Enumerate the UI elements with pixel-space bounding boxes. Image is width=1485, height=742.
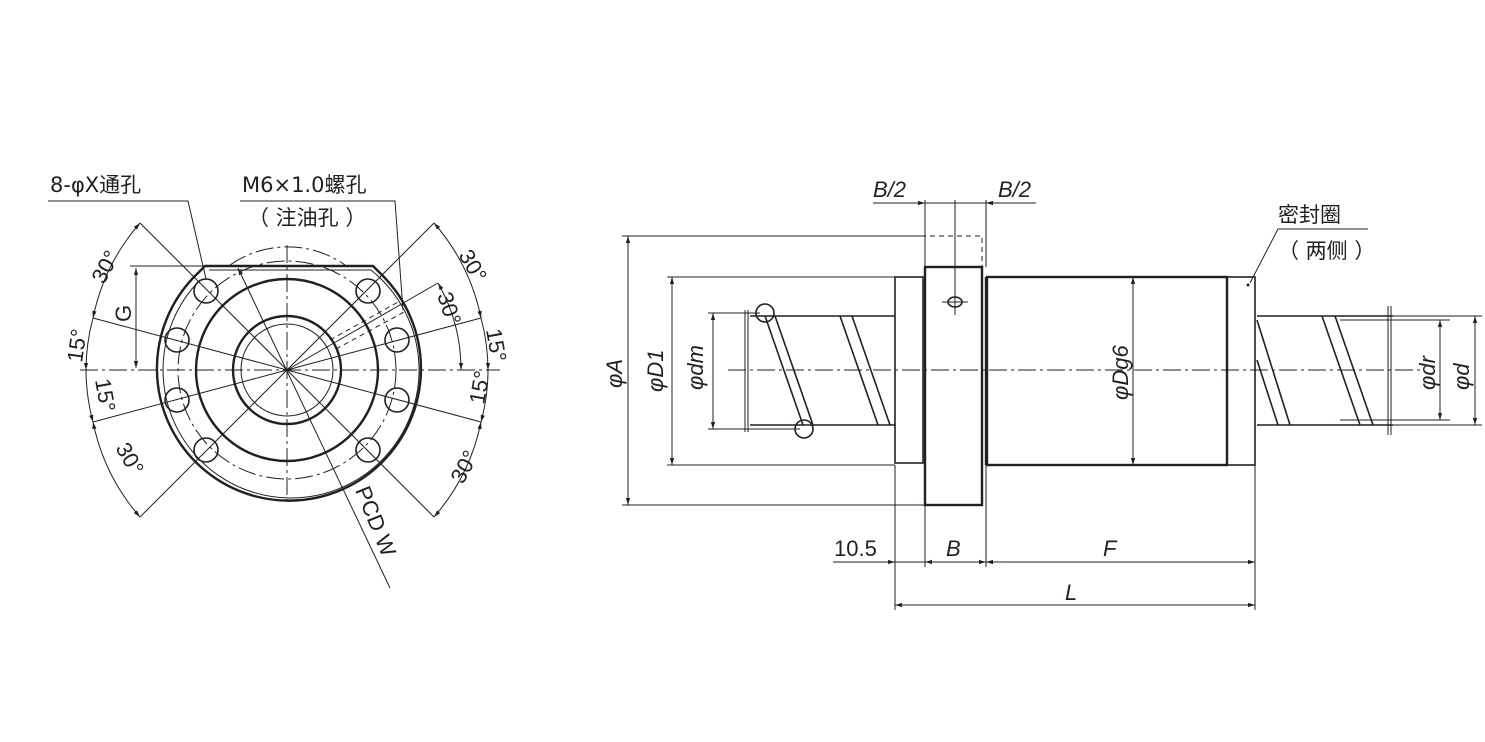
angle-label-oil-hole: 30° xyxy=(432,289,466,328)
dim-dm-label: φdm xyxy=(683,345,708,390)
flange xyxy=(923,265,984,507)
angle-label-lower-right: 30° xyxy=(445,446,483,487)
dim-a-label: φA xyxy=(602,359,627,388)
b-half-right-label: B/2 xyxy=(998,177,1031,202)
dim-b-label: B xyxy=(946,536,961,561)
dim-dr-label: φdr xyxy=(1415,354,1440,390)
seal-right xyxy=(1226,276,1256,466)
nut-left-collar xyxy=(894,276,924,464)
phantom-arc xyxy=(229,246,346,266)
oil-hole-hidden xyxy=(329,301,405,350)
angle-label-right-lower: 15° xyxy=(464,369,494,406)
side-view: B/2 B/2 φA φD1 φdm φDg6 φdr φd 密封圈 （ 两侧 … xyxy=(602,177,1482,610)
angle-extension-lines xyxy=(92,222,482,518)
seal-leader xyxy=(1249,228,1368,284)
oil-hole-leader xyxy=(240,200,404,311)
oil-hole-label-line2: （ 注油孔 ） xyxy=(248,206,366,230)
front-view: 8-φX通孔 M6×1.0螺孔 （ 注油孔 ） G PCD W 30° 15° … xyxy=(48,173,511,589)
oil-hole-label-line1: M6×1.0螺孔 xyxy=(242,173,366,197)
bore-inner-circle xyxy=(240,323,334,417)
right-screw-shaft xyxy=(1256,306,1393,435)
pcd-leader xyxy=(237,267,391,589)
pitch-circle xyxy=(177,260,397,480)
g-label: G xyxy=(111,305,136,322)
nut-body xyxy=(985,275,1229,467)
dim-d1-label: φD1 xyxy=(643,350,668,392)
angle-label-right-upper: 15° xyxy=(481,327,511,364)
flange-inner-edge xyxy=(162,269,420,499)
oil-hole-symbol xyxy=(947,296,963,308)
b-half-left-label: B/2 xyxy=(873,177,906,202)
left-screw-shaft xyxy=(744,303,895,439)
dim-l-label: L xyxy=(1065,580,1077,605)
offset-label: 10.5 xyxy=(834,536,877,561)
angle-label-upper-right: 30° xyxy=(454,245,492,286)
flange-outline xyxy=(155,264,423,502)
flange-phantom xyxy=(924,235,983,267)
angle-label-lower-left: 30° xyxy=(111,438,149,479)
bore-outer-circle xyxy=(231,314,343,426)
nut-body-circle xyxy=(194,277,380,463)
mount-hole-label: 8-φX通孔 xyxy=(50,173,141,197)
dim-f-label: F xyxy=(1103,536,1118,561)
angle-label-left-lower: 15° xyxy=(90,377,120,414)
dim-d-label: φd xyxy=(1449,363,1474,390)
mount-hole-leader xyxy=(48,200,207,280)
angle-label-left-upper: 15° xyxy=(62,327,91,363)
angle-arcs xyxy=(83,222,491,518)
seal-label-line2: （ 两侧 ） xyxy=(1278,239,1375,263)
seal-label-line1: 密封圈 xyxy=(1278,203,1341,227)
dim-dg6-label: φDg6 xyxy=(1108,345,1133,400)
